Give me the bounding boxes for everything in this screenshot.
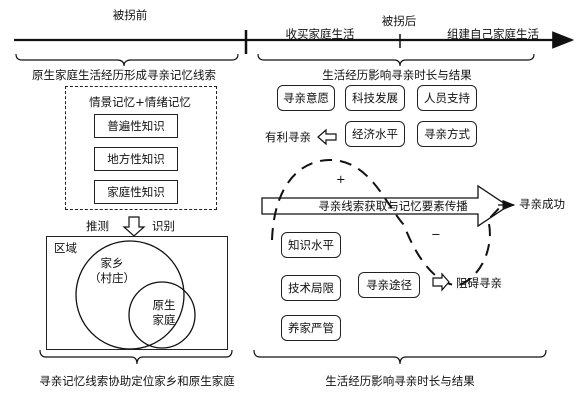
right-top-brace [257,53,535,67]
minus-sign: − [431,227,441,241]
factor-economy: 经济水平 [345,121,405,147]
after-abduction-label: 被拐后 [381,14,417,28]
factor-strict-control: 养家严管 [281,315,341,341]
success-label: 寻亲成功 [519,197,565,211]
hometown-label: 家乡 [100,256,124,270]
region-label: 区域 [54,241,77,255]
knowledge-local: 地方性知识 [94,147,178,171]
origin-family-label-2: 家庭 [152,313,176,327]
left-bottom-brace [39,349,233,365]
identify-label: 识别 [152,219,175,233]
right-bottom-brace [253,349,547,365]
factor-technology: 科技发展 [345,85,405,111]
knowledge-general: 普遍性知识 [94,114,178,138]
infer-arrow [122,216,146,237]
knowledge-family: 家庭性知识 [94,180,178,204]
before-abduction-label: 被拐前 [112,8,148,22]
factor-tech-limits: 技术局限 [281,275,341,301]
hinder-label: 阻碍寻亲 [456,276,502,290]
memory-box [65,86,217,210]
main-process-label: 寻亲线索获取与记忆要素传播 [318,199,468,213]
foster-family-label: 收买家庭生活 [285,27,355,41]
factor-willingness: 寻亲意愿 [277,85,335,111]
factor-personnel: 人员支持 [417,85,477,111]
factor-knowledge-level: 知识水平 [281,232,341,258]
favorable-arrow [317,128,337,146]
right-bottom-caption: 生活经历影响寻亲时长与结果 [325,374,475,388]
left-top-caption: 原生家庭生活经历形成寻亲记忆线索 [32,68,216,82]
origin-family-circle [128,281,196,349]
influence-wave [271,158,503,286]
factor-method: 寻亲方式 [417,121,477,147]
search-channel-box: 寻亲途径 [358,272,420,298]
plus-sign: + [336,172,346,186]
village-label: （村庄） [89,271,135,285]
origin-family-label-1: 原生 [152,298,176,312]
hinder-arrow [432,272,450,292]
left-bottom-caption: 寻亲记忆线索协助定位家乡和原生家庭 [39,374,235,388]
infer-label: 推测 [86,219,109,233]
favorable-label: 有利寻亲 [265,130,311,144]
region-box [46,236,228,350]
memory-title: 情景记忆+情绪记忆 [89,95,191,109]
left-top-brace [15,53,239,67]
right-top-caption: 生活经历影响寻亲时长与结果 [322,68,472,82]
own-family-label: 组建自己家庭生活 [447,27,539,41]
